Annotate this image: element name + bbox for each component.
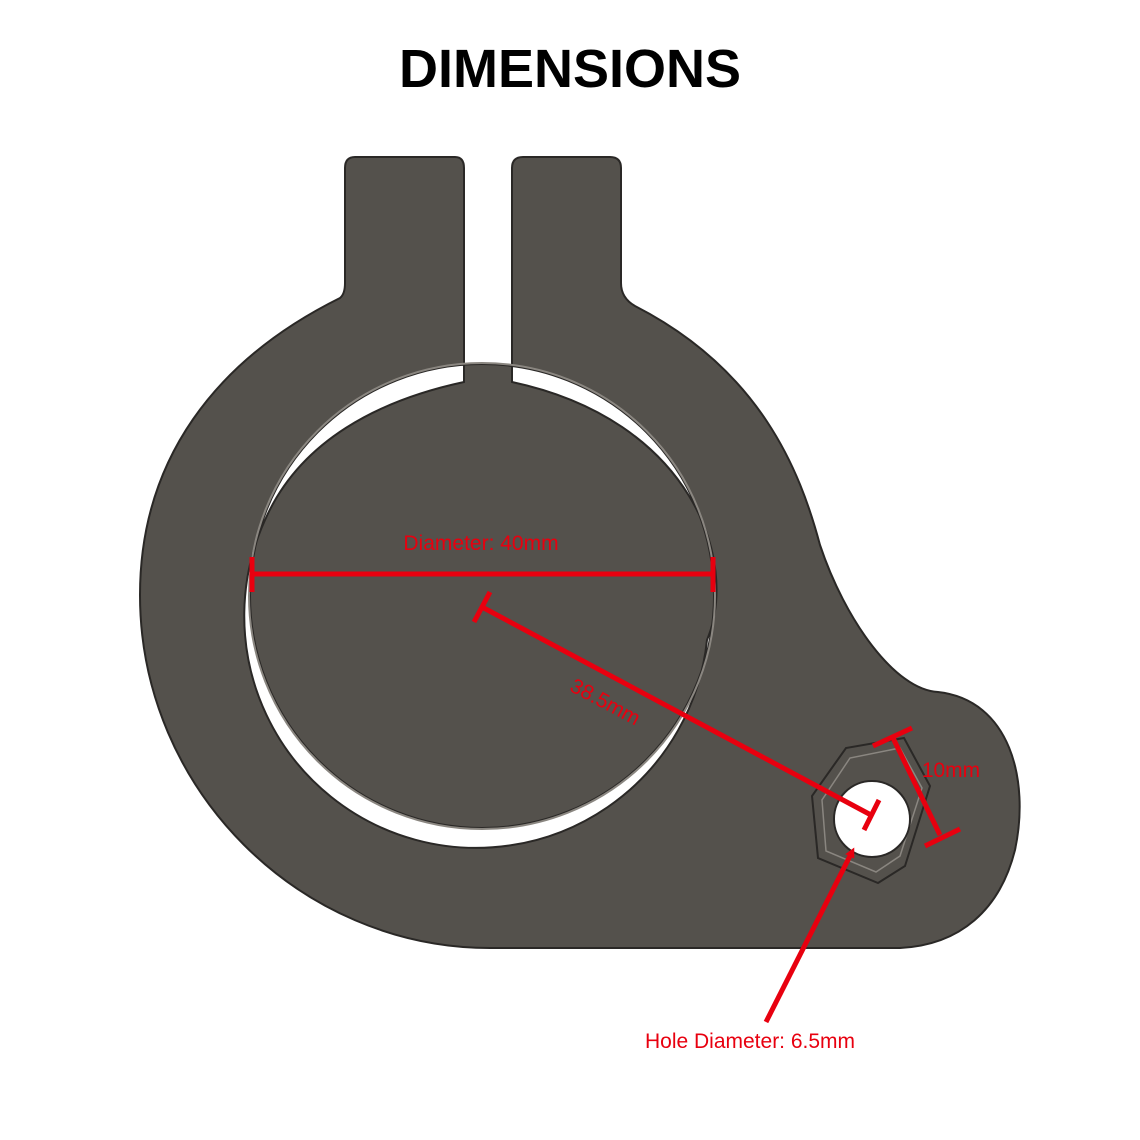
- bore-diameter-label: Diameter: 40mm: [403, 532, 558, 555]
- bore-diameter-dimension: [249, 557, 716, 592]
- bore-edge: [248, 362, 716, 830]
- hole-diameter-label: Hole Diameter: 6.5mm: [645, 1030, 855, 1053]
- nut-width-dimension: [871, 725, 962, 849]
- hex-nut-face: [821, 747, 923, 873]
- center-distance-dimension: [471, 590, 882, 832]
- hole-diameter-leader: [763, 847, 855, 1024]
- page-title: DIMENSIONS: [398, 39, 742, 99]
- nut-width-label: 10mm: [922, 759, 980, 782]
